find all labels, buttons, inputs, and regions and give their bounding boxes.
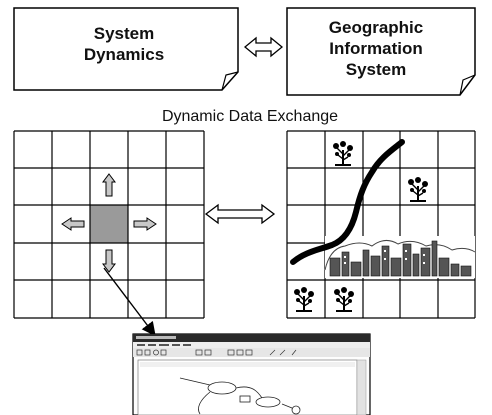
screenshot-titlebar <box>133 334 370 342</box>
system-dynamics-line1: System <box>94 24 154 43</box>
pointer-arrow-icon <box>103 267 156 337</box>
gis-line1: Geographic <box>329 18 423 37</box>
sd-grid <box>13 130 205 319</box>
right-arrow-icon <box>133 217 157 231</box>
gis-line2: Information <box>329 39 423 58</box>
tree-icon <box>333 141 353 166</box>
double-arrow-icon <box>243 36 284 58</box>
screenshot-canvas <box>137 359 367 415</box>
up-arrow-icon <box>102 173 116 197</box>
tree-icon <box>294 287 314 312</box>
screenshot-menubar <box>133 342 370 348</box>
double-arrow-icon <box>204 203 276 225</box>
river-path <box>290 139 405 265</box>
gis-grid <box>286 130 476 319</box>
tree-icon <box>408 177 428 202</box>
city-skyline-icon <box>324 236 476 278</box>
left-arrow-icon <box>61 217 85 231</box>
down-arrow-icon <box>102 249 116 273</box>
system-dynamics-box: System Dynamics <box>13 7 239 91</box>
gis-box: Geographic Information System <box>286 7 476 96</box>
tree-icon <box>334 287 354 312</box>
screenshot-toolbar <box>133 348 370 357</box>
software-screenshot <box>132 333 371 415</box>
gis-line3: System <box>346 60 406 79</box>
active-cell <box>90 205 128 243</box>
dde-caption: Dynamic Data Exchange <box>162 108 338 125</box>
system-dynamics-line2: Dynamics <box>84 45 164 64</box>
